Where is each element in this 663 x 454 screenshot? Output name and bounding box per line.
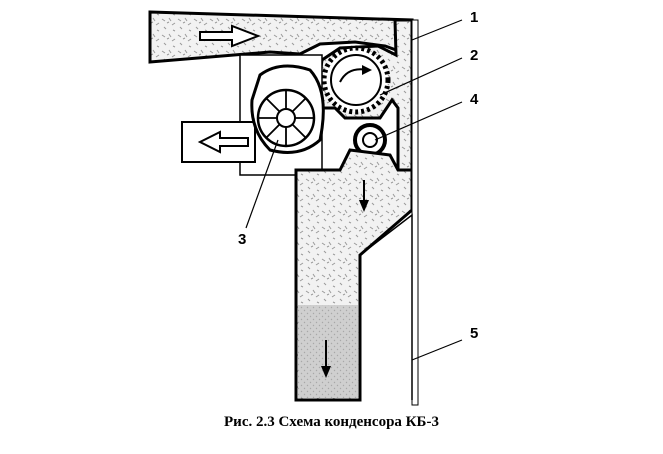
settled-fibre-mass — [298, 305, 358, 398]
fan-housing — [181, 54, 325, 176]
fan-impeller — [256, 88, 316, 148]
label-5: 5 — [470, 325, 478, 342]
outlet-arrow-icon — [197, 130, 249, 154]
down-arrow-icon — [359, 180, 369, 212]
label-3: 3 — [238, 231, 246, 248]
down-arrow-icon — [321, 340, 331, 378]
label-2: 2 — [470, 47, 478, 64]
mesh-drum — [321, 45, 391, 115]
figure-caption: Рис. 2.3 Схема конденсора КБ-3 — [224, 414, 439, 430]
label-4: 4 — [470, 91, 479, 108]
inlet-duct — [148, 10, 414, 64]
label-1: 1 — [470, 9, 478, 26]
shaft-rear-wall — [411, 19, 419, 406]
leader-lines — [245, 19, 463, 361]
inlet-arrow-icon — [199, 24, 261, 48]
discharge-shaft — [294, 19, 419, 406]
stripping-roller — [353, 123, 387, 157]
